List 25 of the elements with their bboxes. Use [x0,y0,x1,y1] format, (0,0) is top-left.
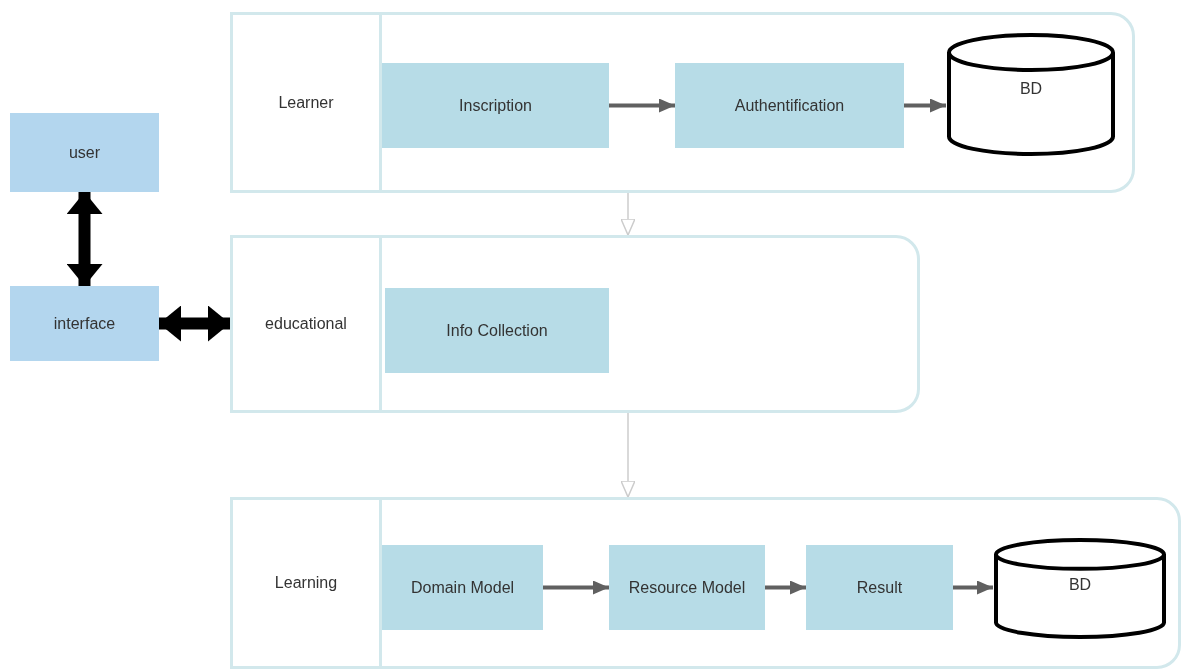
lane-title: educational [265,315,347,333]
swimlane [230,497,1181,669]
swimlane [230,12,1135,193]
arrow [765,580,806,595]
process-box: Authentification [675,63,904,148]
arrow [543,580,609,595]
node-label: BD [1018,79,1044,98]
process-box: interface [10,286,159,361]
arrow [609,98,675,113]
process-box: Resource Model [609,545,765,630]
process-box: Inscription [382,63,609,148]
lane-title: Learner [278,93,334,112]
node-label: BD [1067,576,1093,595]
process-box: user [10,113,159,192]
swimlane [230,235,920,413]
process-box: Result [806,545,953,630]
arrow [953,580,993,595]
process-box: Domain Model [382,545,543,630]
double-arrow [66,192,103,286]
arrow [620,192,636,236]
lane-title: Learning [274,574,338,592]
process-box: Info Collection [385,288,609,373]
double-arrow [159,305,230,342]
arrow [904,98,946,113]
arrow [620,412,636,498]
